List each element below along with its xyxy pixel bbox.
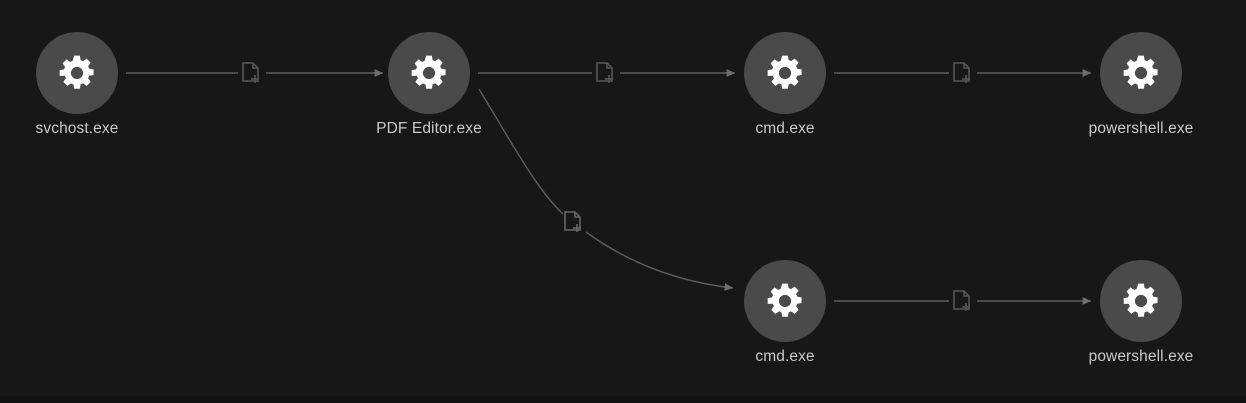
process-node-label: PDF Editor.exe: [376, 120, 482, 137]
file-add-icon: [953, 62, 970, 83]
file-add-icon: [953, 290, 970, 311]
process-node-label: cmd.exe: [755, 120, 815, 137]
process-node-label: powershell.exe: [1088, 348, 1194, 365]
node-circle[interactable]: [1100, 32, 1182, 114]
gear-icon: [1123, 55, 1158, 89]
process-node-label: svchost.exe: [35, 120, 119, 137]
file-add-icon: [242, 62, 259, 83]
process-node-label: powershell.exe: [1088, 120, 1194, 137]
bottom-strip: [0, 396, 1246, 403]
gear-icon: [59, 55, 94, 89]
file-add-icon: [564, 211, 581, 232]
node-circle[interactable]: [36, 32, 118, 114]
file-add-icon: [596, 62, 613, 83]
process-node-label: cmd.exe: [755, 348, 815, 365]
gear-icon: [767, 283, 802, 317]
gear-icon: [1123, 283, 1158, 317]
node-circle[interactable]: [388, 32, 470, 114]
gear-icon: [411, 55, 446, 89]
gear-icon: [767, 55, 802, 89]
node-circle[interactable]: [744, 260, 826, 342]
node-circle[interactable]: [744, 32, 826, 114]
node-circle[interactable]: [1100, 260, 1182, 342]
